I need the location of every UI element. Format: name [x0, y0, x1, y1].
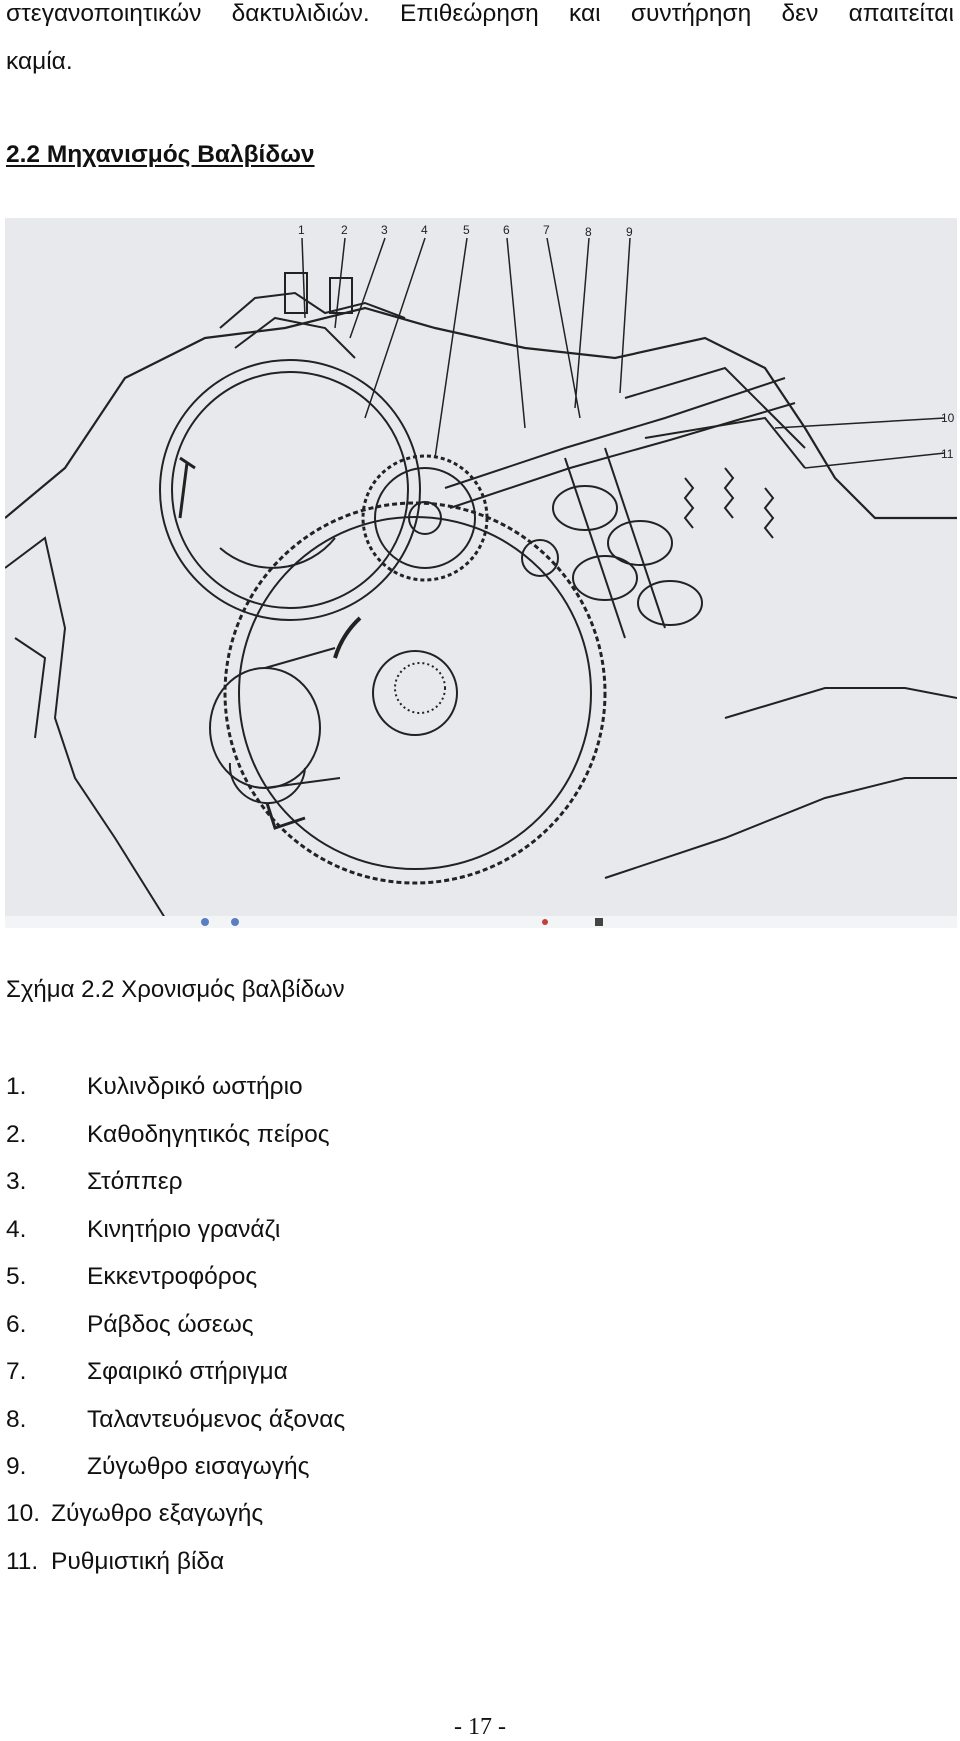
- list-item-text: Στόππερ: [87, 1168, 183, 1195]
- list-item-text: Ράβδος ώσεως: [87, 1311, 254, 1338]
- list-item-number: 2.: [6, 1121, 27, 1148]
- figure-caption: Σχήμα 2.2 Χρονισμός βαλβίδων: [6, 976, 345, 1003]
- list-item-number: 9.: [6, 1453, 27, 1480]
- intro-word: στεγανοποιητικών: [6, 0, 202, 27]
- callout-label: 7: [543, 223, 550, 237]
- list-item-text: Ζύγωθρο εξαγωγής: [51, 1500, 264, 1527]
- list-item-text: Καθοδηγητικός πείρος: [87, 1121, 330, 1148]
- list-item-number: 1.: [6, 1073, 27, 1100]
- list-item-text: Ρυθμιστική βίδα: [51, 1548, 225, 1575]
- callout-label: 3: [381, 223, 388, 237]
- callout-label: 9: [626, 225, 633, 239]
- list-item-text: Κινητήριο γρανάζι: [87, 1216, 281, 1243]
- intro-word: δακτυλιδιών.: [231, 0, 370, 27]
- list-item-text: Ταλαντευόμενος άξονας: [87, 1406, 346, 1433]
- callout-label: 4: [421, 223, 428, 237]
- list-item-number: 4.: [6, 1216, 27, 1243]
- intro-word: και: [569, 0, 601, 27]
- list-item-number: 10.: [6, 1500, 41, 1527]
- section-heading: 2.2 Μηχανισμός Βαλβίδων: [6, 141, 315, 168]
- callout-label: 11: [941, 447, 954, 461]
- list-item-number: 8.: [6, 1406, 27, 1433]
- list-item-number: 5.: [6, 1263, 27, 1290]
- valve-mechanism-figure: 1 2 3 4 5 6 7 8 9 10 11: [5, 218, 957, 928]
- list-item-text: Εκκεντροφόρος: [87, 1263, 258, 1290]
- intro-paragraph-line-2: καμία.: [6, 48, 73, 75]
- intro-word: δεν: [781, 0, 819, 27]
- callout-label: 8: [585, 225, 592, 239]
- intro-word: συντήρηση: [630, 0, 752, 27]
- callout-label: 1: [298, 223, 305, 237]
- intro-word: απαιτείται: [848, 0, 954, 27]
- list-item-number: 3.: [6, 1168, 27, 1195]
- list-item-number: 7.: [6, 1358, 27, 1385]
- intro-paragraph-line-1: στεγανοποιητικών δακτυλιδιών. Επιθεώρηση…: [6, 0, 954, 27]
- callout-label: 5: [463, 223, 470, 237]
- page-number: - 17 -: [454, 1714, 506, 1740]
- callout-label: 2: [341, 223, 348, 237]
- callout-label: 6: [503, 223, 510, 237]
- list-item-number: 6.: [6, 1311, 27, 1338]
- list-item-text: Ζύγωθρο εισαγωγής: [87, 1453, 310, 1480]
- list-item-text: Κυλινδρικό ωστήριο: [87, 1073, 303, 1100]
- list-item-text: Σφαιρικό στήριγμα: [87, 1358, 288, 1385]
- intro-word: Επιθεώρηση: [400, 0, 539, 27]
- callout-label: 10: [941, 411, 955, 425]
- list-item-number: 11.: [6, 1548, 39, 1575]
- engine-line-drawing: 1 2 3 4 5 6 7 8 9 10 11: [5, 223, 957, 928]
